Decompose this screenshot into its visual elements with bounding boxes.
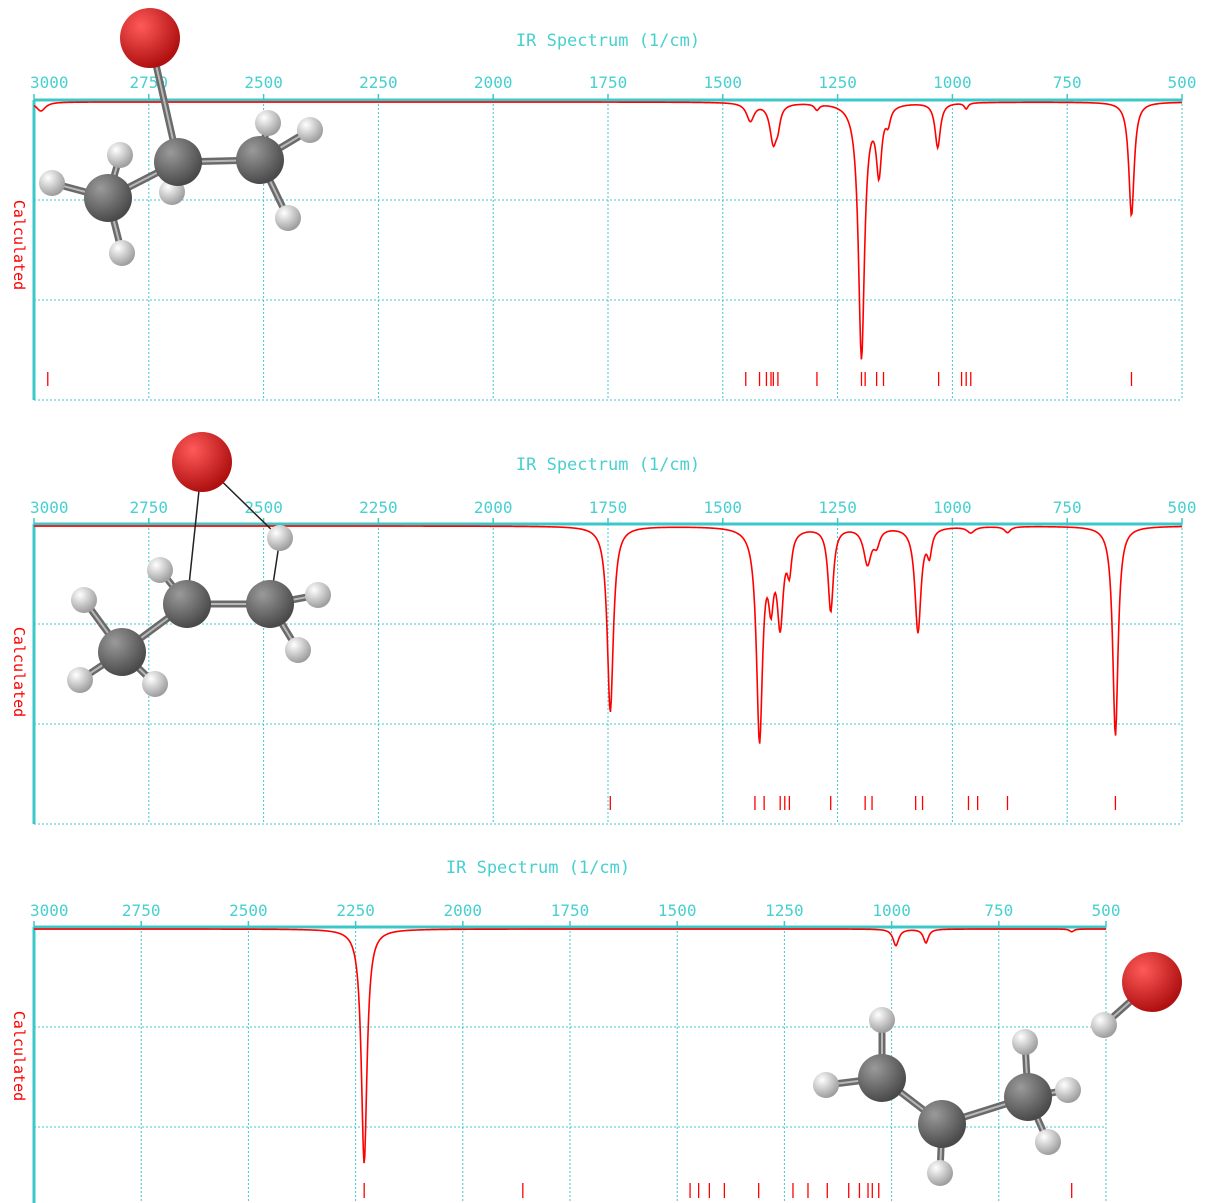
x-tick-label: 1500 [704,498,743,517]
x-tick-label: 500 [1168,498,1197,517]
carbon-atom [918,1100,966,1148]
hydrogen-atom [1091,1012,1117,1038]
carbon-atom [98,628,146,676]
x-tick-label: 1000 [872,901,911,920]
x-tick-label: 2000 [474,498,513,517]
x-tick-label: 2250 [359,73,398,92]
spectrum-curve [34,928,1106,1164]
hydrogen-atom [255,110,281,136]
x-tick-label: 500 [1092,901,1121,920]
bromine-atom [172,432,232,492]
y-axis-label: Calculated [10,1011,28,1101]
spectrum-curve [33,101,1183,360]
chart-title: IR Spectrum (1/cm) [446,858,630,878]
hydrogen-atom [71,587,97,613]
x-tick-label: 750 [984,901,1013,920]
x-tick-label: 3000 [30,73,69,92]
spectrum-curve [34,525,1183,744]
x-tick-label: 2500 [244,73,283,92]
hydrogen-atom [285,637,311,663]
x-tick-label: 2250 [336,901,375,920]
x-tick-label: 3000 [30,901,69,920]
x-tick-label: 2500 [229,901,268,920]
x-tick-label: 2750 [122,901,161,920]
spectrum-panel-2: IR Spectrum (1/cm) Calculated 3000 2750 2500… [10,455,1197,825]
x-tick-label: 2250 [359,498,398,517]
chart-title: IR Spectrum (1/cm) [516,31,700,51]
hydrogen-atom [107,142,133,168]
hydrogen-atom [813,1072,839,1098]
carbon-atom [163,580,211,628]
carbon-atom [154,138,202,186]
x-tick-label: 1750 [589,73,628,92]
hydrogen-atom [927,1160,953,1186]
chart-title: IR Spectrum (1/cm) [516,455,700,475]
x-tick-label: 500 [1168,73,1197,92]
x-tick-label: 1000 [933,73,972,92]
x-tick-label: 1250 [818,73,857,92]
bromine-atom [120,8,180,68]
hydrogen-atom [1035,1129,1061,1155]
x-tick-label: 2750 [130,498,169,517]
hydrogen-atom [39,170,65,196]
x-tick-label: 750 [1053,73,1082,92]
hydrogen-atom [267,525,293,551]
hydrogen-atom [275,205,301,231]
carbon-atom [236,136,284,184]
hydrogen-atom [109,240,135,266]
x-tick-label: 1500 [658,901,697,920]
x-tick-label: 2000 [474,73,513,92]
hydrogen-atom [1055,1077,1081,1103]
carbon-atom [858,1054,906,1102]
x-tick-label: 1500 [704,73,743,92]
spectrum-panel-3: IR Spectrum (1/cm) Calculated 3000 2750 2500… [10,858,1120,1203]
x-tick-label: 1250 [818,498,857,517]
x-tick-label: 2500 [244,498,283,517]
y-axis-label: Calculated [10,200,28,290]
molecule-propene-HBr [813,952,1182,1186]
hydrogen-atom [869,1007,895,1033]
x-tick-label: 3000 [30,498,69,517]
bromine-atom [1122,952,1182,1012]
hydrogen-atom [142,671,168,697]
hydrogen-atom [297,117,323,143]
hydrogen-atom [67,667,93,693]
hydrogen-atom [1012,1029,1038,1055]
x-tick-label: 1250 [765,901,804,920]
carbon-atom [1004,1073,1052,1121]
hydrogen-atom [147,557,173,583]
y-axis-label: Calculated [10,627,28,717]
carbon-atom [246,580,294,628]
x-tick-label: 2000 [444,901,483,920]
carbon-atom [84,174,132,222]
molecule-2-bromopropane [39,8,323,266]
x-tick-label: 750 [1053,498,1082,517]
x-tick-label: 1000 [933,498,972,517]
x-tick-label: 1750 [589,498,628,517]
molecule-transition-state [67,432,331,697]
x-tick-label: 1750 [551,901,590,920]
hydrogen-atom [305,582,331,608]
